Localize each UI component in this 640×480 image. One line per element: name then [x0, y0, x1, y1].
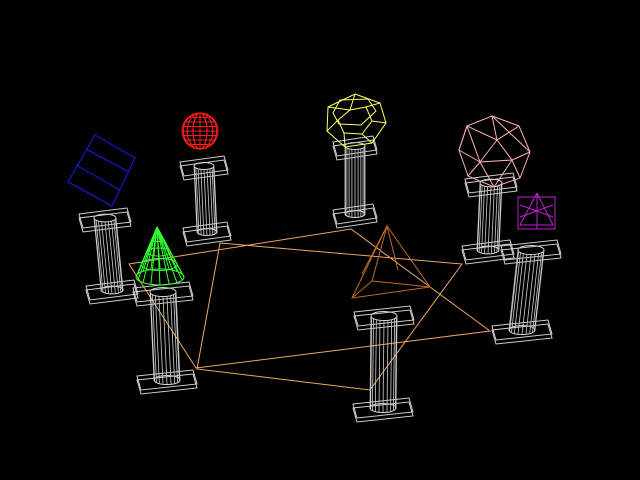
pedestal — [491, 239, 562, 345]
floor-star — [128, 228, 492, 391]
floor-square-2 — [128, 228, 492, 369]
pedestal — [179, 155, 232, 247]
icosahedron-wireframe — [458, 115, 531, 188]
cone-wireframe — [135, 226, 185, 286]
tetrahedron-wireframe — [351, 225, 431, 299]
pedestal — [78, 207, 139, 305]
octahedron-wireframe — [517, 192, 556, 230]
pedestal — [132, 281, 198, 395]
pedestal — [461, 172, 518, 265]
floor-square-1 — [196, 242, 463, 391]
pedestal — [332, 135, 378, 229]
dodecahedron-wireframe — [326, 93, 387, 148]
pedestals — [78, 135, 562, 423]
pedestal — [352, 305, 415, 423]
cube-wireframe — [67, 134, 136, 207]
sphere-wireframe — [181, 112, 219, 150]
